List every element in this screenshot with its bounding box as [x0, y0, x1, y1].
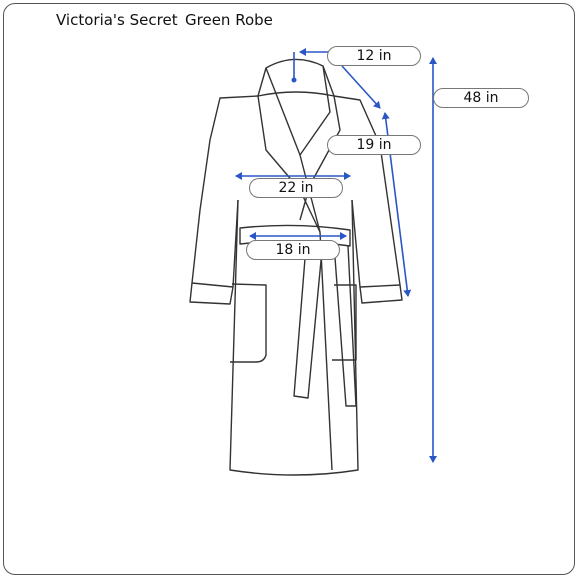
waist-measurement-label: 18 in — [246, 240, 340, 260]
brand-name: Victoria's Secret — [56, 11, 178, 29]
measurement-arrows — [235, 48, 437, 463]
shoulder-arrow-diag — [341, 65, 381, 109]
diagram-frame — [3, 3, 575, 575]
product-name: Green Robe — [185, 11, 273, 29]
length-measurement-label: 48 in — [433, 88, 529, 108]
chest-measurement-label: 22 in — [249, 178, 343, 198]
robe-outline — [189, 58, 403, 476]
sleeve-measurement-label: 19 in — [327, 135, 421, 155]
shoulder-measurement-label: 12 in — [327, 46, 421, 66]
